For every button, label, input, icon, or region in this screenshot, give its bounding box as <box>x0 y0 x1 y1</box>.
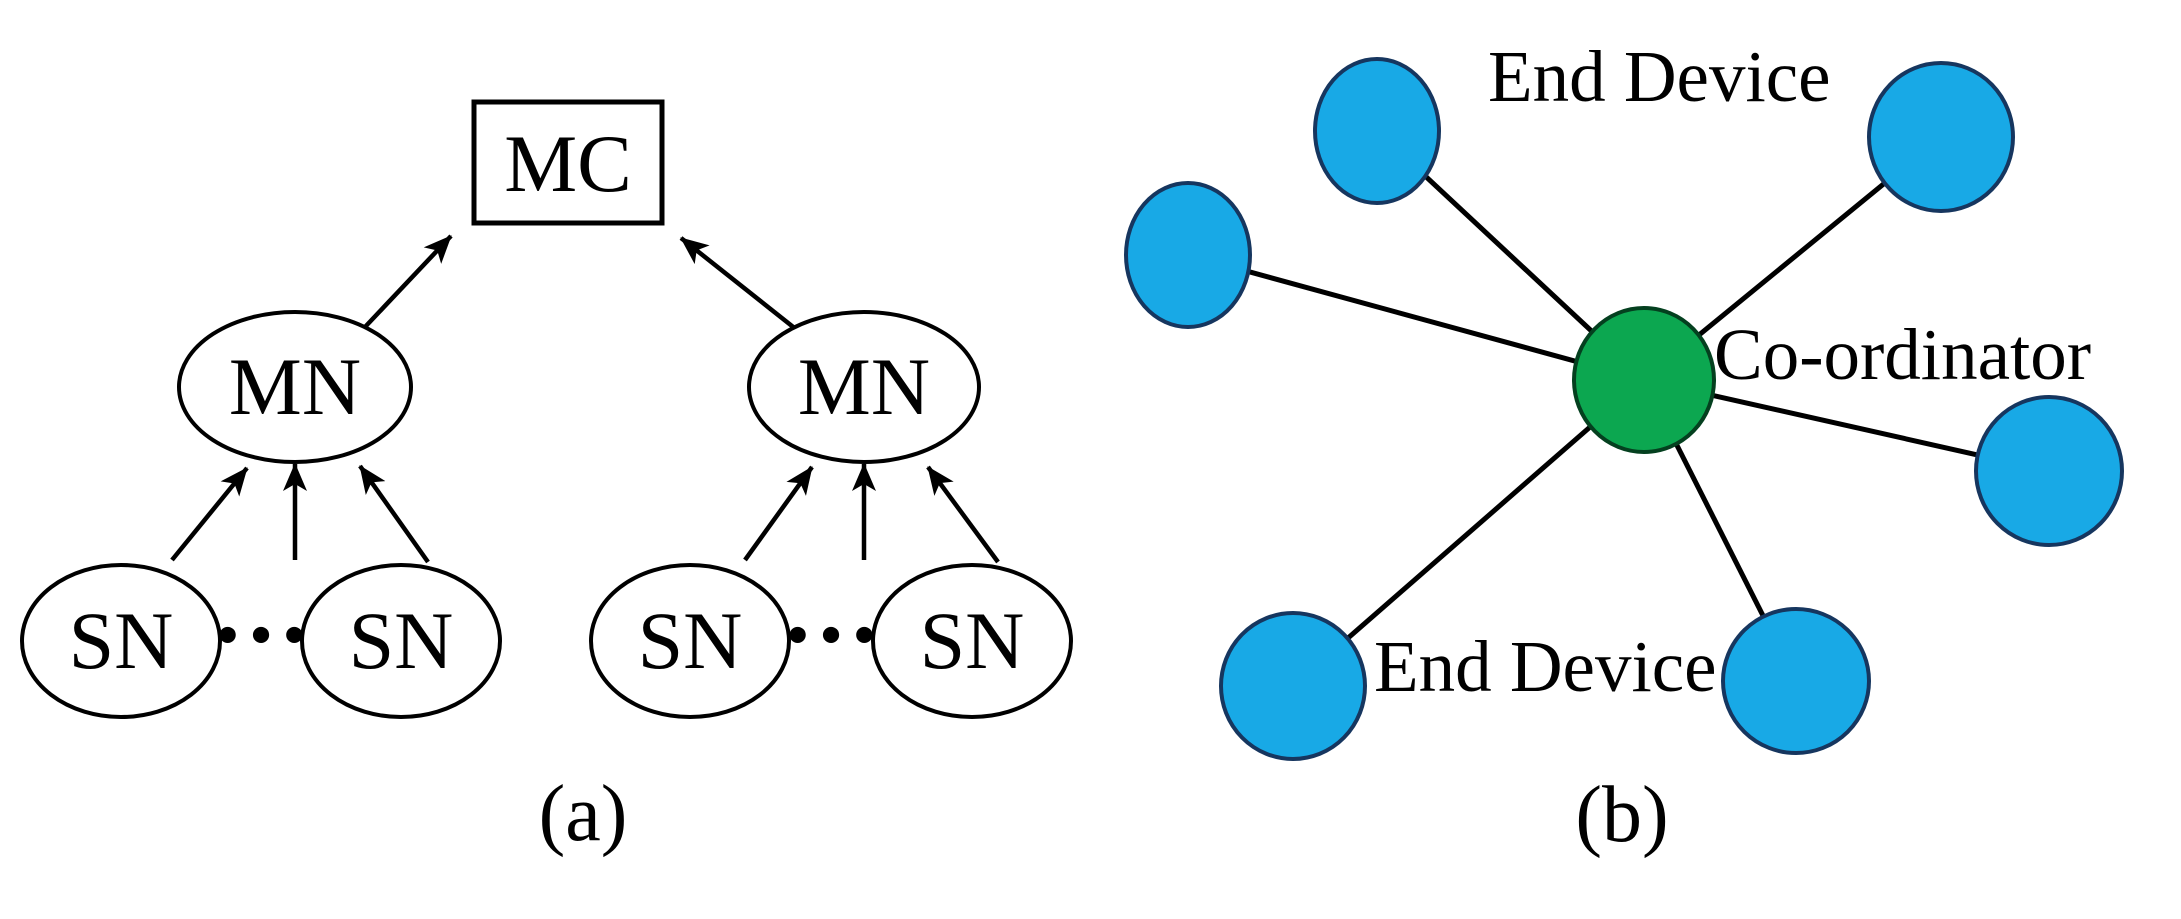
arrow-sn3-to-mn-right <box>743 465 814 562</box>
sn-node-3-label: SN <box>638 595 743 686</box>
panel-a-hierarchical-topology: MC MN MN SN SN SN SN ··· ··· (a) <box>20 99 1073 858</box>
mn-right-node-label: MN <box>798 341 930 432</box>
arrow-mn-left-to-mc <box>363 234 453 329</box>
end-device-node-top <box>1313 57 1441 205</box>
panel-b-star-topology: End Device Co-ordinator End Device (b) <box>1124 36 2124 859</box>
coordinator-label: Co-ordinator <box>1714 314 2091 395</box>
mc-node-label: MC <box>504 118 632 209</box>
sn-node-2 <box>300 563 502 719</box>
end-device-node-right <box>1974 395 2124 547</box>
sn-node-1-label: SN <box>69 595 174 686</box>
sn-node-1 <box>20 563 222 719</box>
sn-node-4-label: SN <box>920 595 1025 686</box>
mn-left-node <box>177 310 413 464</box>
panel-a-caption: (a) <box>539 770 628 858</box>
mn-left-node-label: MN <box>229 341 361 432</box>
arrow-sn2-to-mn-left <box>358 464 430 564</box>
sn-node-2-label: SN <box>349 595 454 686</box>
panel-b-caption: (b) <box>1575 771 1668 859</box>
mn-right-node <box>747 310 981 464</box>
ellipsis-right: ··· <box>781 579 881 690</box>
end-device-node-top-right <box>1867 61 2015 213</box>
end-device-node-bottom-right <box>1721 607 1871 755</box>
sn-node-4 <box>871 563 1073 719</box>
link-coordinator-to-end-device-left <box>1187 252 1645 383</box>
mc-node-box <box>471 99 665 226</box>
arrow-sn4-to-mn-right <box>926 465 1000 564</box>
arrow-mn-right-to-mc <box>679 236 799 332</box>
end-device-top-label: End Device <box>1488 36 1831 117</box>
end-device-node-bottom-left <box>1219 611 1367 761</box>
end-device-node-left <box>1124 181 1252 329</box>
arrow-sn1-to-mn-left <box>170 466 249 562</box>
link-coordinator-to-end-device-bottom-left <box>1291 378 1646 688</box>
ellipsis-left: ··· <box>211 579 311 690</box>
sn-node-3 <box>589 563 791 719</box>
coordinator-node <box>1572 306 1716 454</box>
end-device-bottom-label: End Device <box>1374 626 1717 707</box>
